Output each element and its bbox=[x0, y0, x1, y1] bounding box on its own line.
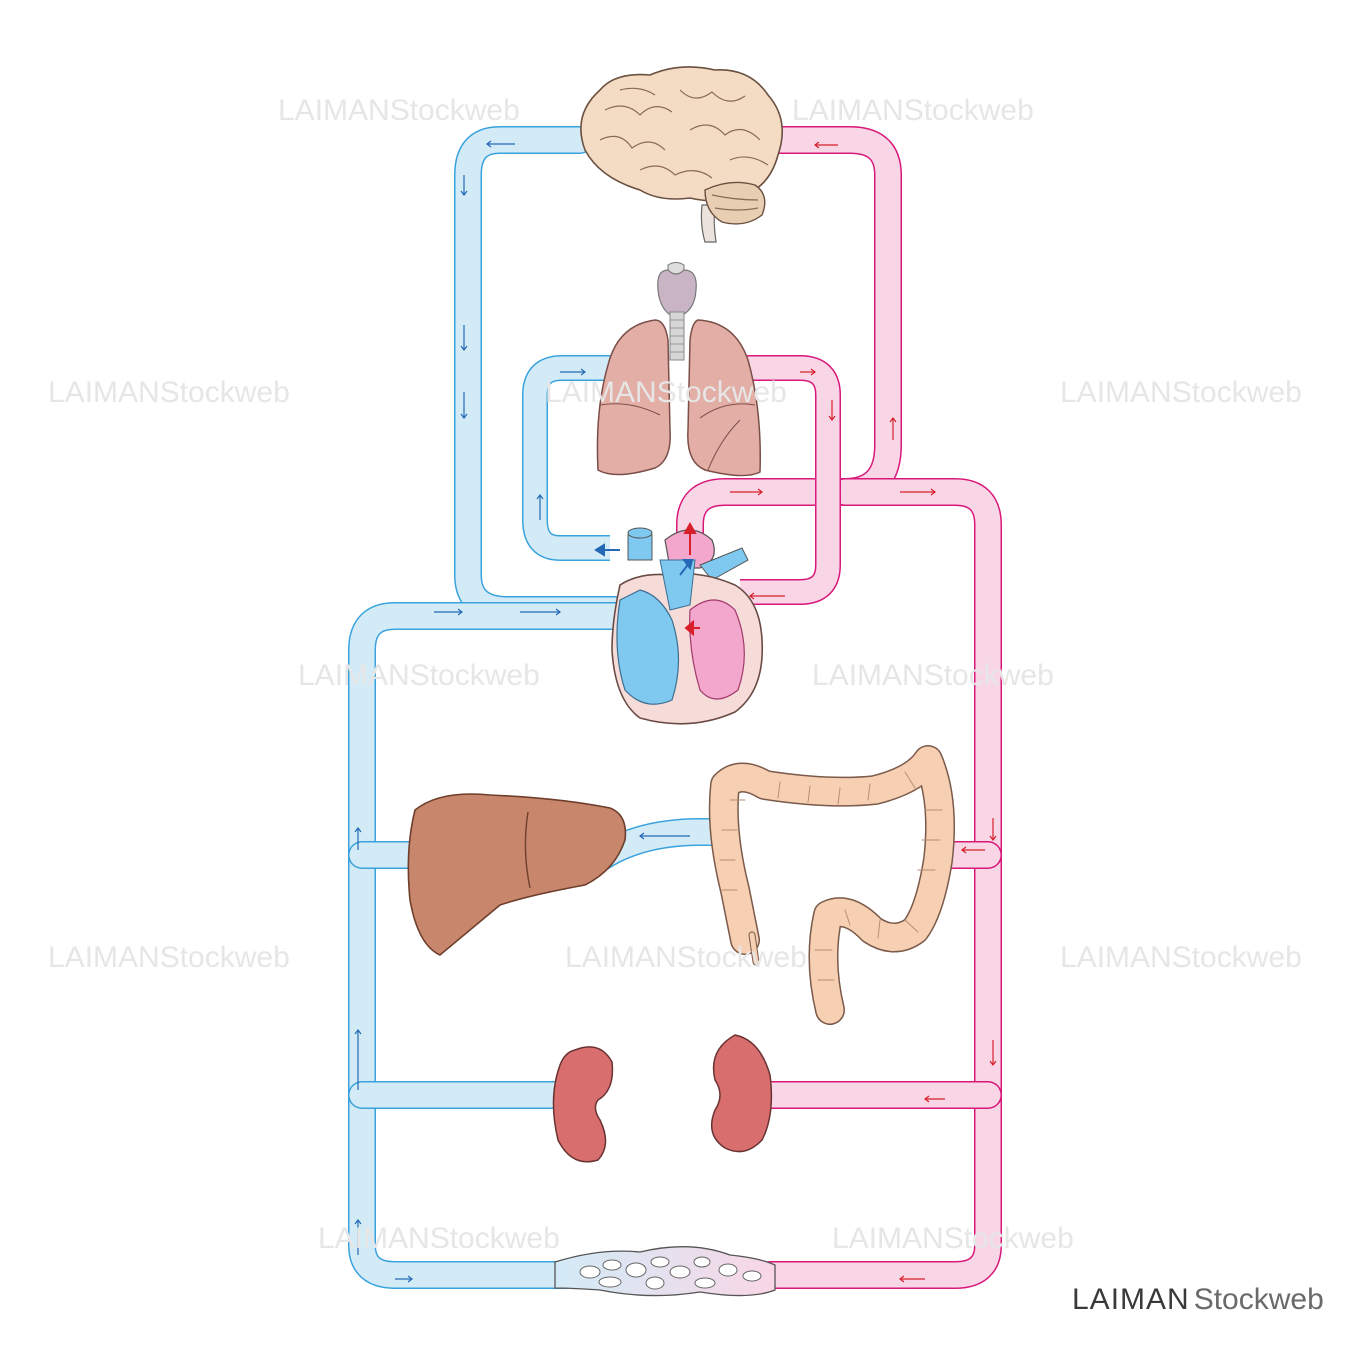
large-intestine-illustration bbox=[708, 745, 956, 1025]
systemic-arteries bbox=[676, 126, 1002, 1289]
logo-brand: LAIMAN bbox=[1072, 1283, 1190, 1316]
heart-illustration bbox=[594, 521, 764, 725]
liver-illustration bbox=[407, 793, 627, 956]
kidneys-illustration bbox=[552, 1034, 773, 1163]
logo-suffix: Stockweb bbox=[1193, 1283, 1324, 1316]
systemic-veins bbox=[348, 126, 729, 1289]
capillary-bed-illustration bbox=[554, 1246, 776, 1297]
flow-arrows bbox=[354, 140, 997, 1283]
thyroid-illustration bbox=[657, 262, 697, 361]
lungs-illustration bbox=[596, 319, 761, 477]
pulmonary-arteries bbox=[522, 355, 615, 561]
brain-illustration bbox=[580, 66, 784, 243]
